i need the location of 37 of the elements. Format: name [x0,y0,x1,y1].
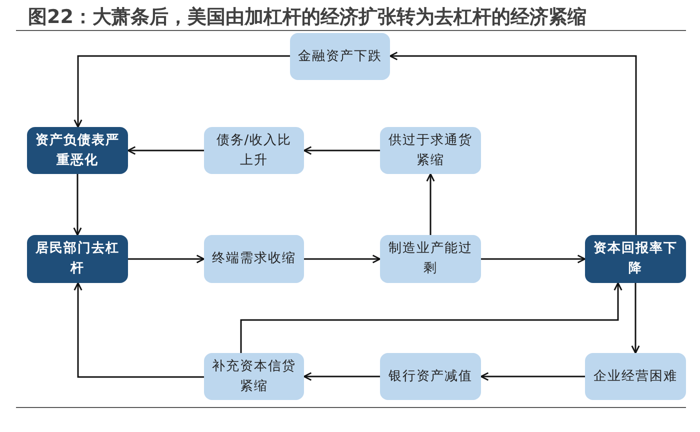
process-box [27,235,128,283]
arrow [481,254,586,264]
node-label: 制造业产能过剩 [388,240,474,278]
arrow [480,372,585,381]
arrow [303,146,380,155]
arrow [74,282,204,378]
arrow [631,283,640,354]
arrow [303,372,380,381]
arrow [426,173,435,235]
process-box [204,127,304,174]
process-box [380,127,481,174]
node-label: 企业经营困难 [594,368,678,386]
arrow [240,282,622,353]
arrow [389,52,637,235]
node-label: 终端需求收缩 [212,250,296,268]
node-label: 居民部门去杠杆 [34,240,120,278]
arrow [74,55,290,128]
process-box [204,353,304,400]
node-label: 银行资产减值 [388,368,472,386]
process-box [204,235,304,283]
arrow [128,254,205,264]
diagram-title: 图22：大萧条后，美国由加杠杆的经济扩张转为去杠杆的经济紧缩 [28,5,586,30]
arrow [127,146,204,155]
process-box [380,235,481,283]
process-box [585,353,686,400]
node-label: 供过于求通货紧缩 [388,132,474,170]
node-label: 资本回报率下降 [592,240,678,278]
process-box [290,33,390,80]
arrow [304,254,381,264]
process-box [585,235,686,283]
process-box [380,353,481,400]
arrow [73,174,82,236]
node-label: 补充资本信贷紧缩 [211,358,297,396]
process-box [27,127,128,174]
node-label: 债务/收入比上升 [215,132,293,170]
node-label: 资产负债表严重恶化 [34,132,120,170]
node-label: 金融资产下跌 [298,48,382,66]
